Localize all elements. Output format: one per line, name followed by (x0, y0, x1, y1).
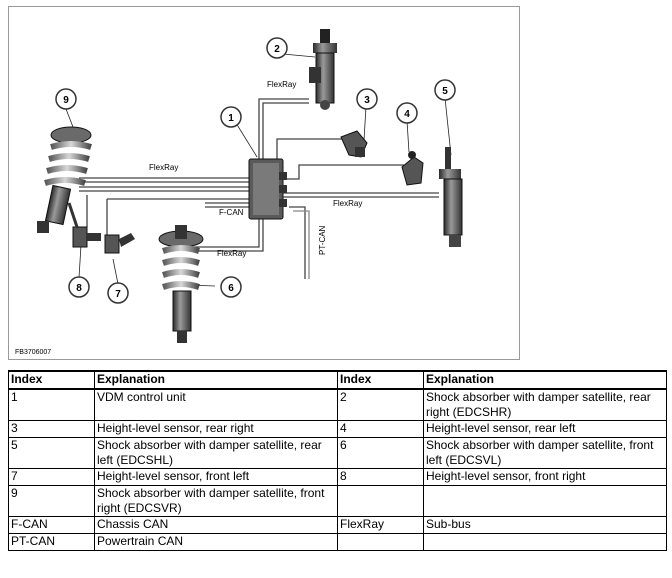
system-diagram: 1 2 3 4 5 6 7 8 9 FlexRay FlexRay FlexRa… (8, 6, 520, 360)
table-row: 3 Height-level sensor, rear right 4 Heig… (8, 420, 667, 438)
explanation-cell: Height-level sensor, front left (94, 468, 338, 486)
explanation-cell: Height-level sensor, rear left (423, 420, 667, 438)
diagram-svg: 1 2 3 4 5 6 7 8 9 FlexRay FlexRay FlexRa… (15, 29, 463, 356)
index-cell: 8 (337, 468, 424, 486)
svg-text:1: 1 (228, 113, 234, 124)
bus-wiring (79, 98, 439, 279)
shock-absorber-rear-right (309, 29, 337, 110)
legend-header-row: Index Explanation Index Explanation (8, 370, 667, 390)
callout-3: 3 (356, 88, 378, 110)
table-row: 5 Shock absorber with damper satellite, … (8, 437, 667, 469)
ptcan-label: PT-CAN (318, 225, 327, 255)
index-cell: PT-CAN (8, 533, 95, 551)
svg-text:2: 2 (274, 44, 280, 55)
svg-text:7: 7 (115, 289, 121, 300)
explanation-cell: Shock absorber with damper satellite, fr… (94, 485, 338, 517)
callout-4: 4 (396, 102, 418, 124)
flexray-label-bottom: FlexRay (217, 249, 246, 258)
svg-text:9: 9 (63, 95, 69, 106)
callout-9: 9 (55, 88, 77, 110)
index-cell: 6 (337, 437, 424, 469)
header-explanation-1: Explanation (94, 370, 338, 390)
height-sensor-front-right (67, 202, 101, 248)
header-explanation-2: Explanation (423, 370, 667, 390)
index-cell: 5 (8, 437, 95, 469)
explanation-cell: Sub-bus (423, 516, 667, 534)
index-cell: 9 (8, 485, 95, 517)
shock-absorber-front-left (158, 225, 204, 343)
bus-labels: FlexRay FlexRay FlexRay FlexRay F-CAN PT… (149, 80, 362, 258)
explanation-cell (423, 485, 667, 517)
table-row: PT-CAN Powertrain CAN (8, 533, 667, 551)
callout-7: 7 (107, 282, 129, 304)
height-sensor-rear-left (401, 151, 424, 186)
index-cell (337, 485, 424, 517)
explanation-cell: Shock absorber with damper satellite, fr… (423, 437, 667, 469)
index-cell: 7 (8, 468, 95, 486)
table-row: 9 Shock absorber with damper satellite, … (8, 485, 667, 517)
height-sensor-rear-right (340, 130, 368, 158)
explanation-cell: Powertrain CAN (94, 533, 338, 551)
table-row: 1 VDM control unit 2 Shock absorber with… (8, 388, 667, 421)
svg-text:8: 8 (76, 283, 82, 294)
index-cell: 2 (337, 388, 424, 421)
explanation-cell (423, 533, 667, 551)
callout-6: 6 (220, 276, 242, 298)
explanation-cell: Shock absorber with damper satellite, re… (94, 437, 338, 469)
vdm-control-unit (248, 158, 287, 220)
shock-absorber-rear-left (439, 147, 463, 247)
callout-2: 2 (266, 37, 288, 59)
flexray-label-top: FlexRay (267, 80, 296, 89)
index-cell: 3 (8, 420, 95, 438)
height-sensor-front-left (104, 233, 135, 254)
explanation-cell: Height-level sensor, rear right (94, 420, 338, 438)
shock-absorber-front-right (37, 126, 92, 233)
index-cell: F-CAN (8, 516, 95, 534)
table-row: 7 Height-level sensor, front left 8 Heig… (8, 468, 667, 486)
svg-text:6: 6 (228, 283, 234, 294)
index-cell: FlexRay (337, 516, 424, 534)
explanation-cell: Height-level sensor, front right (423, 468, 667, 486)
header-index-1: Index (8, 370, 95, 390)
svg-text:3: 3 (364, 95, 370, 106)
legend-table: Index Explanation Index Explanation 1 VD… (8, 370, 667, 551)
figure-code: FB3706007 (15, 349, 51, 356)
index-cell: 4 (337, 420, 424, 438)
flexray-label-right: FlexRay (333, 199, 362, 208)
callout-8: 8 (68, 276, 90, 298)
table-row: F-CAN Chassis CAN FlexRay Sub-bus (8, 516, 667, 534)
explanation-cell: VDM control unit (94, 388, 338, 421)
callouts: 1 2 3 4 5 6 7 8 9 (55, 37, 456, 304)
explanation-cell: Chassis CAN (94, 516, 338, 534)
callout-1: 1 (220, 106, 242, 128)
index-cell: 1 (8, 388, 95, 421)
header-index-2: Index (337, 370, 424, 390)
flexray-label-left: FlexRay (149, 163, 178, 172)
svg-text:5: 5 (442, 86, 448, 97)
fcan-label: F-CAN (219, 208, 244, 217)
explanation-cell: Shock absorber with damper satellite, re… (423, 388, 667, 421)
svg-text:4: 4 (404, 109, 410, 120)
index-cell (337, 533, 424, 551)
callout-5: 5 (434, 79, 456, 101)
